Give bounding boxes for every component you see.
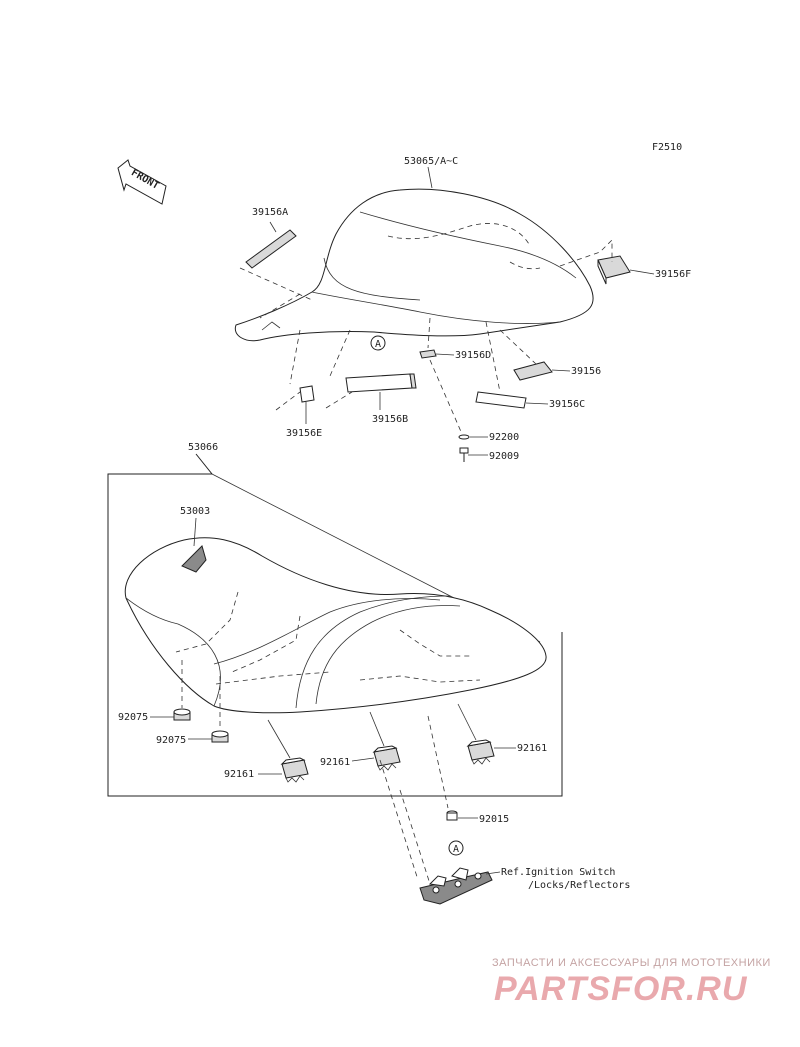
part-39156 [513, 361, 553, 381]
seat-lock-assembly [419, 867, 493, 905]
svg-text:A: A [453, 844, 459, 855]
label-53065: 53065/A~C [404, 156, 458, 167]
svg-text:A: A [375, 339, 381, 350]
part-92075-damper-b [211, 730, 229, 743]
label-53003: 53003 [180, 506, 210, 517]
label-39156b: 39156B [372, 414, 408, 425]
part-39156c [475, 391, 527, 409]
label-39156a: 39156A [252, 207, 288, 218]
label-92015: 92015 [479, 814, 509, 825]
diagram-code: F2510 [652, 142, 682, 153]
seat-cowl-drawing [234, 188, 594, 342]
label-53066: 53066 [188, 442, 218, 453]
part-92200-washer [458, 434, 470, 440]
label-92161-a: 92161 [224, 769, 254, 780]
part-92161-bracket-c [466, 739, 495, 765]
part-39156d [419, 349, 437, 359]
part-53003-emblem [181, 545, 207, 573]
label-39156: 39156 [571, 366, 601, 377]
part-39156f [597, 255, 631, 285]
label-39156d: 39156D [455, 350, 491, 361]
front-arrow-marker: FRONT [117, 159, 167, 205]
part-92161-bracket-b [372, 745, 401, 771]
label-39156f: 39156F [655, 269, 691, 280]
part-92015-bolt [446, 810, 458, 821]
watermark-tagline: ЗАПЧАСТИ И АКСЕССУАРЫ ДЛЯ МОТОТЕХНИКИ [492, 957, 771, 969]
label-92200: 92200 [489, 432, 519, 443]
callout-a-upper: A [370, 335, 386, 351]
part-39156a [245, 221, 297, 269]
ref-note-line2: /Locks/Reflectors [528, 880, 630, 891]
label-92075-b: 92075 [156, 735, 186, 746]
callout-a-lower: A [448, 840, 464, 856]
seat-drawing [124, 537, 547, 714]
seat-assembly-frame [107, 453, 563, 797]
part-39156b [345, 373, 417, 393]
label-39156e: 39156E [286, 428, 322, 439]
ref-note-line1: Ref.Ignition Switch [501, 867, 615, 878]
part-92075-damper-a [173, 708, 191, 721]
watermark-brand: PARTSFOR.RU [494, 970, 748, 1008]
leader-53065 [427, 166, 433, 189]
label-92009: 92009 [489, 451, 519, 462]
part-92009-bolt [459, 447, 469, 462]
label-92075-a: 92075 [118, 712, 148, 723]
part-92161-bracket-a [280, 757, 309, 783]
label-39156c: 39156C [549, 399, 585, 410]
label-92161-c: 92161 [517, 743, 547, 754]
part-39156e [299, 385, 315, 403]
label-92161-b: 92161 [320, 757, 350, 768]
